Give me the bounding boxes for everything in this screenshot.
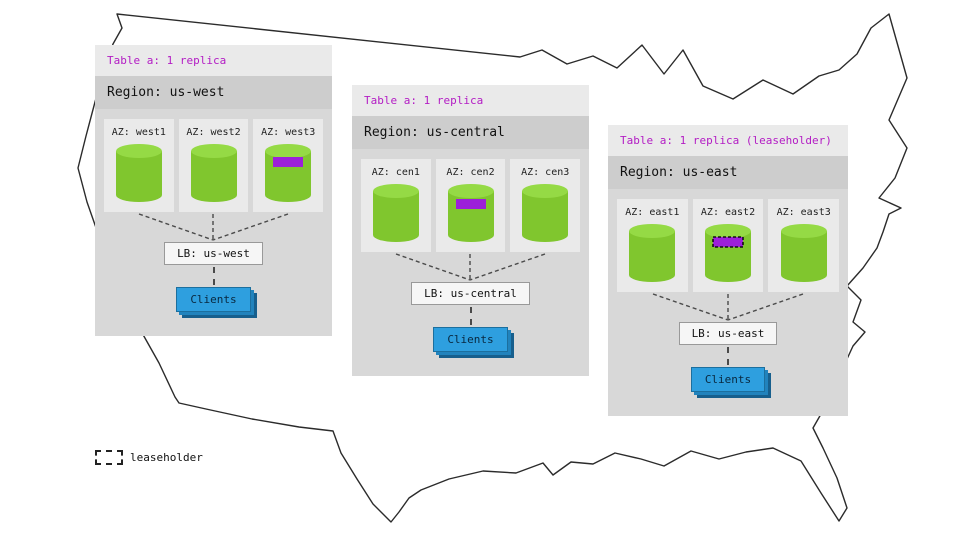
clients-box: Clients <box>433 327 508 352</box>
region-title: Region: us-central <box>352 116 589 149</box>
replica-cylinder <box>190 144 237 202</box>
region-title: Region: us-east <box>608 156 848 189</box>
replica-cylinder <box>115 144 162 202</box>
connector-lines <box>138 213 289 241</box>
load-balancer: LB: us-east <box>678 322 778 345</box>
leaseholder-range-patch <box>712 236 744 248</box>
az-box-cen2: AZ: cen2 <box>435 159 506 252</box>
az-label: AZ: cen2 <box>446 167 495 178</box>
region-panel-us-east: Table a: 1 replica (leaseholder) Region:… <box>608 125 848 416</box>
az-box-east3: AZ: east3 <box>768 199 840 292</box>
leaseholder-swatch <box>95 450 123 465</box>
az-label: AZ: cen1 <box>371 167 420 178</box>
replica-cylinder-with-range <box>265 144 312 202</box>
az-box-west2: AZ: west2 <box>178 119 249 212</box>
table-replica-header: Table a: 1 replica <box>95 45 332 76</box>
range-patch <box>273 157 304 167</box>
az-label: AZ: east3 <box>776 207 831 218</box>
region-title: Region: us-west <box>95 76 332 109</box>
lb-clients-connector <box>469 307 472 325</box>
az-box-west1: AZ: west1 <box>104 119 174 212</box>
az-row: AZ: cen1 AZ: cen2 AZ: cen3 <box>361 159 581 252</box>
replica-cylinder-with-range <box>447 184 494 242</box>
az-label: AZ: east2 <box>700 207 756 218</box>
connector-lines <box>395 253 546 281</box>
az-row: AZ: west1 AZ: west2 AZ: west3 <box>104 119 324 212</box>
connector-lines <box>652 293 804 321</box>
az-row: AZ: east1 AZ: east2 AZ: east3 <box>617 199 840 292</box>
load-balancer: LB: us-central <box>411 282 530 305</box>
replica-cylinder-leaseholder <box>705 224 751 282</box>
region-panel-us-west: Table a: 1 replica Region: us-west AZ: w… <box>95 45 332 336</box>
az-box-cen1: AZ: cen1 <box>361 159 431 252</box>
replica-cylinder <box>372 184 419 242</box>
az-box-east1: AZ: east1 <box>617 199 688 292</box>
region-panel-us-central: Table a: 1 replica Region: us-central AZ… <box>352 85 589 376</box>
clients-box: Clients <box>690 367 766 392</box>
legend: leaseholder <box>95 450 203 465</box>
az-label: AZ: east1 <box>625 207 680 218</box>
az-box-west3: AZ: west3 <box>253 119 324 212</box>
table-replica-header: Table a: 1 replica (leaseholder) <box>608 125 848 156</box>
az-box-cen3: AZ: cen3 <box>510 159 581 252</box>
az-label: AZ: cen3 <box>521 167 570 178</box>
az-label: AZ: west1 <box>111 127 166 138</box>
az-label: AZ: west2 <box>186 127 241 138</box>
legend-label: leaseholder <box>130 451 203 464</box>
range-patch <box>455 199 486 209</box>
clients-box: Clients <box>176 287 251 312</box>
az-box-east2: AZ: east2 <box>692 199 764 292</box>
az-label: AZ: west3 <box>261 127 316 138</box>
replica-cylinder <box>780 224 827 282</box>
replica-cylinder <box>522 184 569 242</box>
lb-clients-connector <box>212 267 215 285</box>
table-replica-header: Table a: 1 replica <box>352 85 589 116</box>
load-balancer: LB: us-west <box>164 242 263 265</box>
lb-clients-connector <box>727 347 729 365</box>
replica-cylinder <box>629 224 676 282</box>
